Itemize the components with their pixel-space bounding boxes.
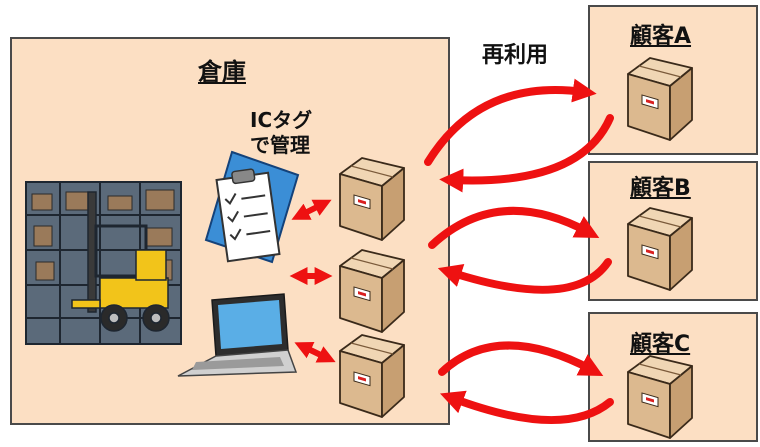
return-arrow-b xyxy=(437,258,612,294)
tag-exchange-arrow xyxy=(291,199,332,220)
cardboard-box-icon xyxy=(339,157,405,241)
warehouse-forklift-icon xyxy=(25,181,182,345)
ic-tag-label: ICタグ で管理 xyxy=(250,108,312,158)
tag-exchange-arrow xyxy=(294,342,336,363)
ic-tag-label-line1: ICタグ xyxy=(250,108,313,132)
customer-b-title: 顧客B xyxy=(630,176,691,201)
ship-arrow-a xyxy=(424,78,597,166)
ship-arrow-c xyxy=(438,341,604,377)
return-arrow-c xyxy=(440,390,614,424)
cardboard-box-icon xyxy=(627,57,693,141)
ic-tag-label-line2: で管理 xyxy=(250,133,310,157)
return-arrow-a xyxy=(439,114,614,193)
customer-c-title: 顧客C xyxy=(630,332,691,357)
cardboard-box-icon xyxy=(627,207,693,291)
ship-arrow-b xyxy=(428,206,600,249)
cardboard-box-icon xyxy=(627,355,693,439)
cardboard-box-icon xyxy=(339,249,405,333)
warehouse-title: 倉庫 xyxy=(198,58,246,86)
customer-a-title: 顧客A xyxy=(630,24,692,49)
clipboard-icon xyxy=(204,150,300,264)
laptop-icon xyxy=(177,293,298,377)
reuse-label: 再利用 xyxy=(482,43,549,68)
cardboard-box-icon xyxy=(339,334,405,418)
